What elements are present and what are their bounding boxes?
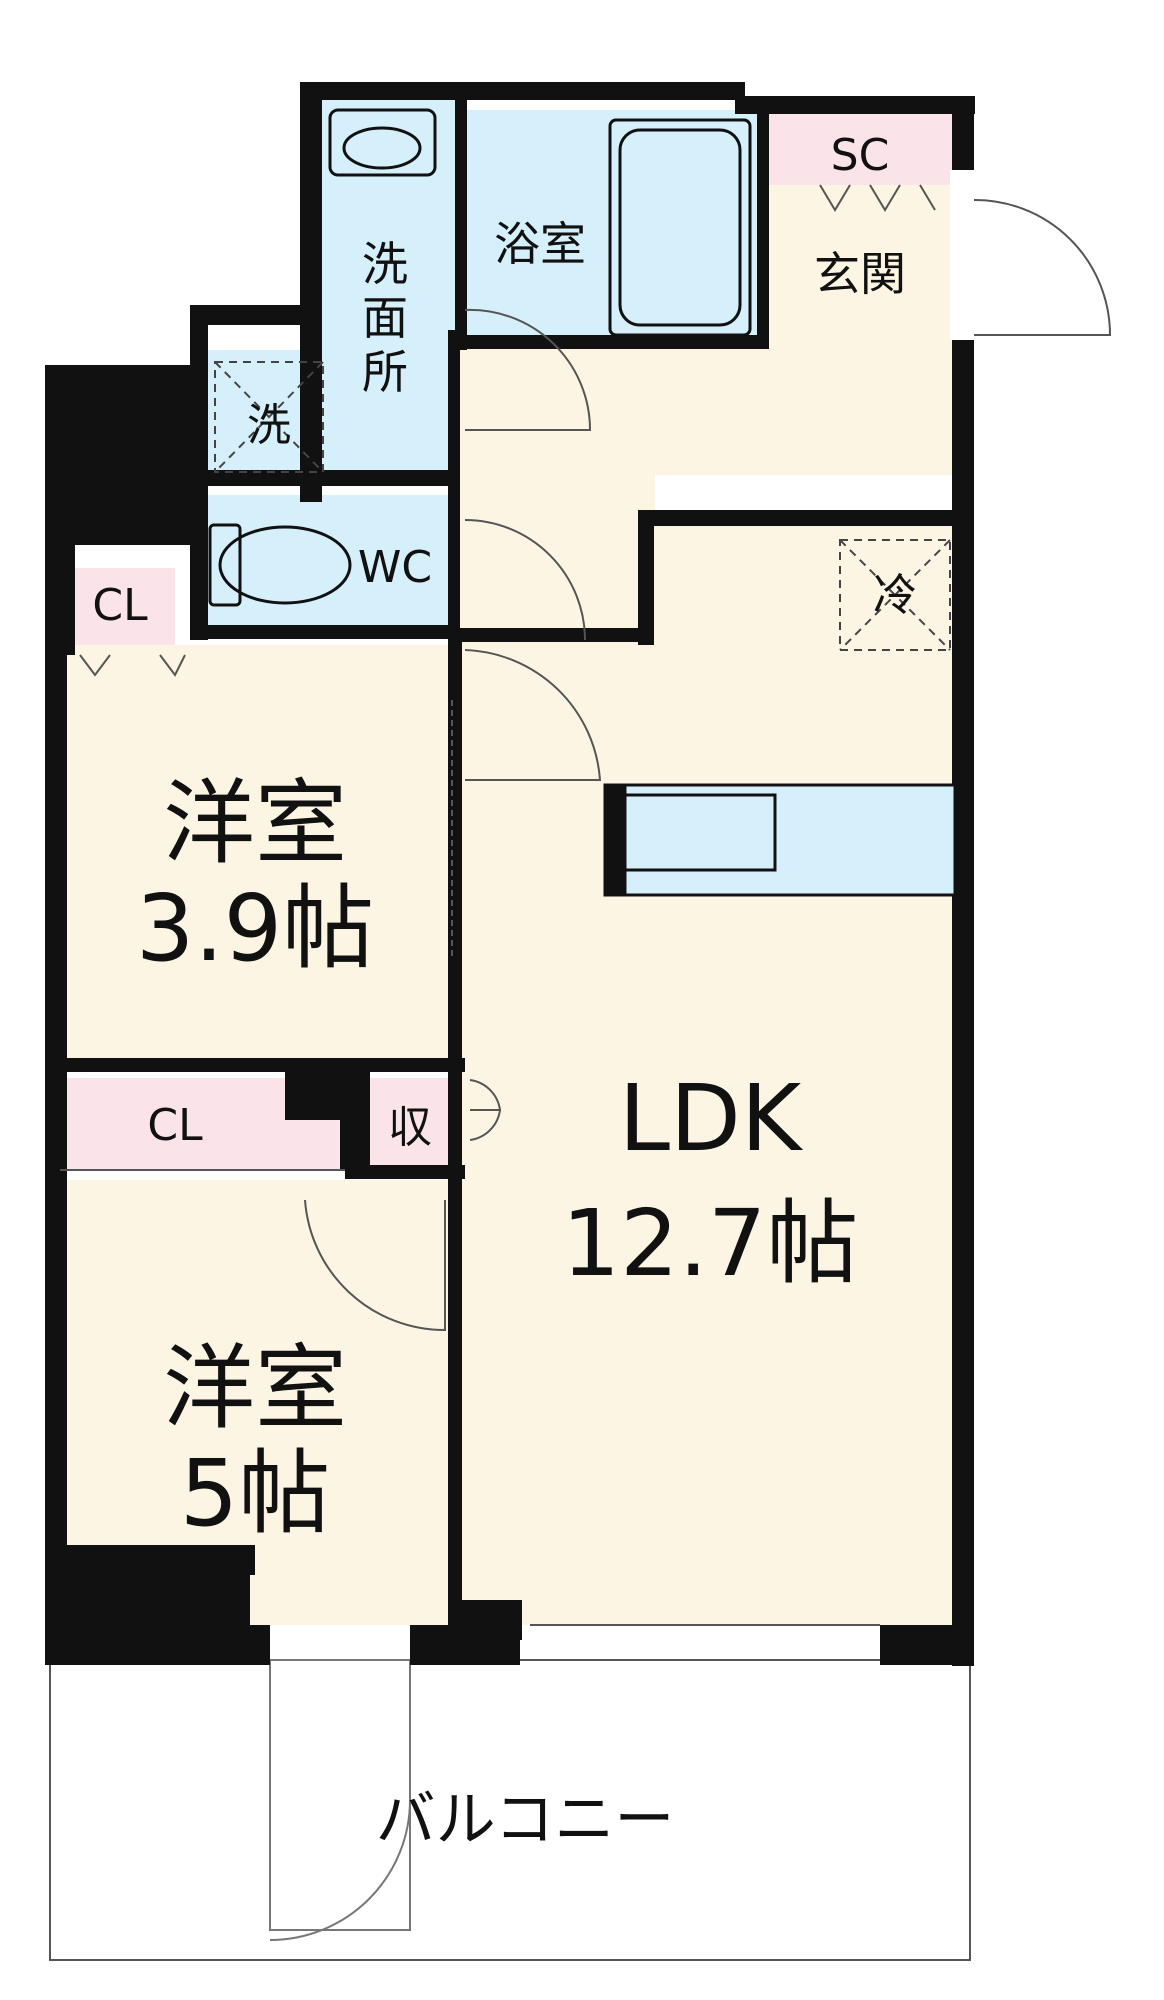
washbasin (328, 108, 437, 177)
washroom-label-char: 所 (362, 345, 408, 399)
shoe-closet-fill (765, 110, 955, 185)
washroom-label-char: 洗 (362, 237, 408, 291)
balcony-label: バルコニー (376, 1785, 675, 1855)
laundry-space (214, 361, 324, 473)
fridge-space (839, 539, 951, 651)
closet-lower-label: CL (147, 1100, 203, 1151)
fridge-label: 冷 (873, 570, 917, 621)
laundry-label: 洗 (247, 400, 291, 451)
ldk-name: LDK (619, 1065, 804, 1172)
kitchen-counter (603, 783, 957, 897)
bathtub (608, 118, 752, 337)
storage-label: 収 (388, 1102, 432, 1153)
balcony-area (49, 1659, 971, 1961)
dashed-spaces (214, 361, 951, 651)
hall-fill (460, 345, 955, 475)
washroom-label-char: 面 (362, 291, 408, 345)
washroom-fill (320, 100, 460, 480)
washroom-label: 洗面所 (362, 237, 408, 399)
storage-fill (370, 1078, 455, 1170)
room2-name: 洋室 (163, 1335, 347, 1442)
room1-name: 洋室 (163, 770, 347, 877)
closet-upper-fill (65, 568, 175, 645)
bath-label: 浴室 (494, 217, 586, 271)
room1-size: 3.9帖 (136, 875, 374, 982)
toilet-fixture (208, 523, 242, 607)
walls (45, 82, 975, 1666)
shoe-closet-label: SC (831, 130, 890, 181)
room1-fill (60, 645, 455, 1065)
entrance-label: 玄関 (814, 247, 906, 301)
fixtures (208, 108, 957, 897)
ldk-size: 12.7帖 (562, 1190, 859, 1297)
closet-upper-label: CL (92, 580, 148, 631)
toilet-label: WC (358, 542, 432, 593)
bath-fill (460, 110, 765, 345)
toilet-fill (205, 495, 460, 630)
room2-size: 5帖 (180, 1440, 331, 1547)
room-labels: SC 玄関 浴室 洗 WC CL 冷 洋室 3.9帖 CL 収 LDK 12.7… (92, 130, 917, 1855)
doors (60, 184, 1112, 1626)
